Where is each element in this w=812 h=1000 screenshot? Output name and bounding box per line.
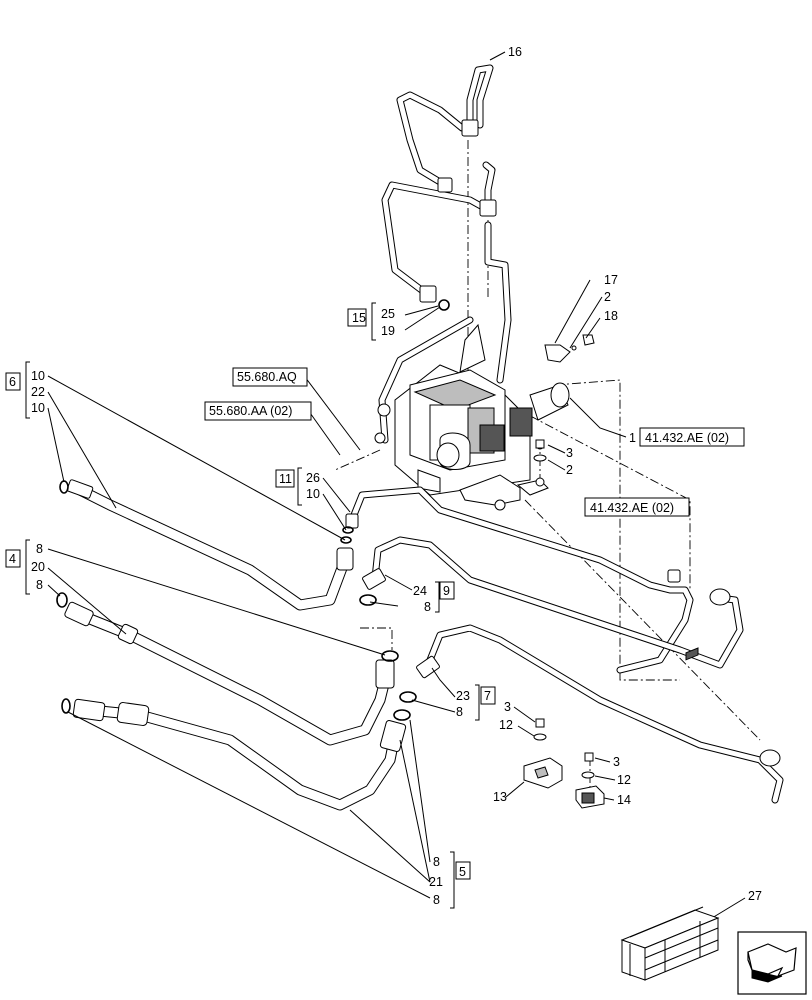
callout-8c: 8 [424, 600, 431, 614]
callout-16: 16 [508, 45, 522, 59]
group-5: 5 [459, 865, 466, 879]
group-4: 4 [9, 552, 16, 566]
callout-14: 14 [617, 793, 631, 807]
group-9: 9 [443, 584, 450, 598]
callout-19: 19 [381, 324, 395, 338]
callout-13: 13 [493, 790, 507, 804]
callout-27: 27 [748, 889, 762, 903]
group-boxes [5, 308, 745, 880]
crate-27 [620, 647, 720, 981]
callout-10c: 10 [306, 487, 320, 501]
callout-18: 18 [604, 309, 618, 323]
callout-10a: 10 [31, 369, 45, 383]
callout-12a: 12 [499, 718, 513, 732]
group-brackets [25, 302, 480, 909]
callout-25: 25 [381, 307, 395, 321]
callout-labels: 16 17 2 18 15 25 19 55.680.AQ 55.680.AA … [9, 45, 762, 907]
valve-block [374, 323, 570, 511]
group-6: 6 [9, 375, 16, 389]
pipe-nuts [419, 119, 497, 311]
callout-23: 23 [456, 689, 470, 703]
callout-22: 22 [31, 385, 45, 399]
callout-8a: 8 [36, 542, 43, 556]
group-11: 11 [279, 472, 292, 486]
callout-20: 20 [31, 560, 45, 574]
upper-pipes [378, 64, 512, 444]
group-7: 7 [484, 689, 491, 703]
hoses [64, 479, 407, 811]
group-15: 15 [352, 311, 366, 325]
callout-8d: 8 [456, 705, 463, 719]
callout-21: 21 [429, 875, 443, 889]
ref-41-432-ae-b[interactable]: 41.432.AE (02) [590, 501, 674, 515]
callout-3b: 3 [504, 700, 511, 714]
callout-12b: 12 [617, 773, 631, 787]
leader-lines [47, 51, 746, 919]
ref-55-680-aa[interactable]: 55.680.AA (02) [209, 404, 292, 418]
callout-17: 17 [604, 273, 618, 287]
callout-8f: 8 [433, 893, 440, 907]
ref-55-680-aq[interactable]: 55.680.AQ [237, 370, 297, 384]
callout-8b: 8 [36, 578, 43, 592]
ref-41-432-ae-a[interactable]: 41.432.AE (02) [645, 431, 729, 445]
steel-tubes [345, 486, 784, 804]
clamp-parts [523, 439, 605, 809]
callout-2b: 2 [566, 463, 573, 477]
callout-3: 3 [566, 446, 573, 460]
callout-3c: 3 [613, 755, 620, 769]
callout-8e: 8 [433, 855, 440, 869]
callout-26: 26 [306, 471, 320, 485]
navigation-arrow-icon[interactable] [737, 931, 807, 995]
bracket-17 [533, 334, 595, 462]
callout-1: 1 [629, 431, 636, 445]
callout-24: 24 [413, 584, 427, 598]
callout-2: 2 [604, 290, 611, 304]
callout-10b: 10 [31, 401, 45, 415]
